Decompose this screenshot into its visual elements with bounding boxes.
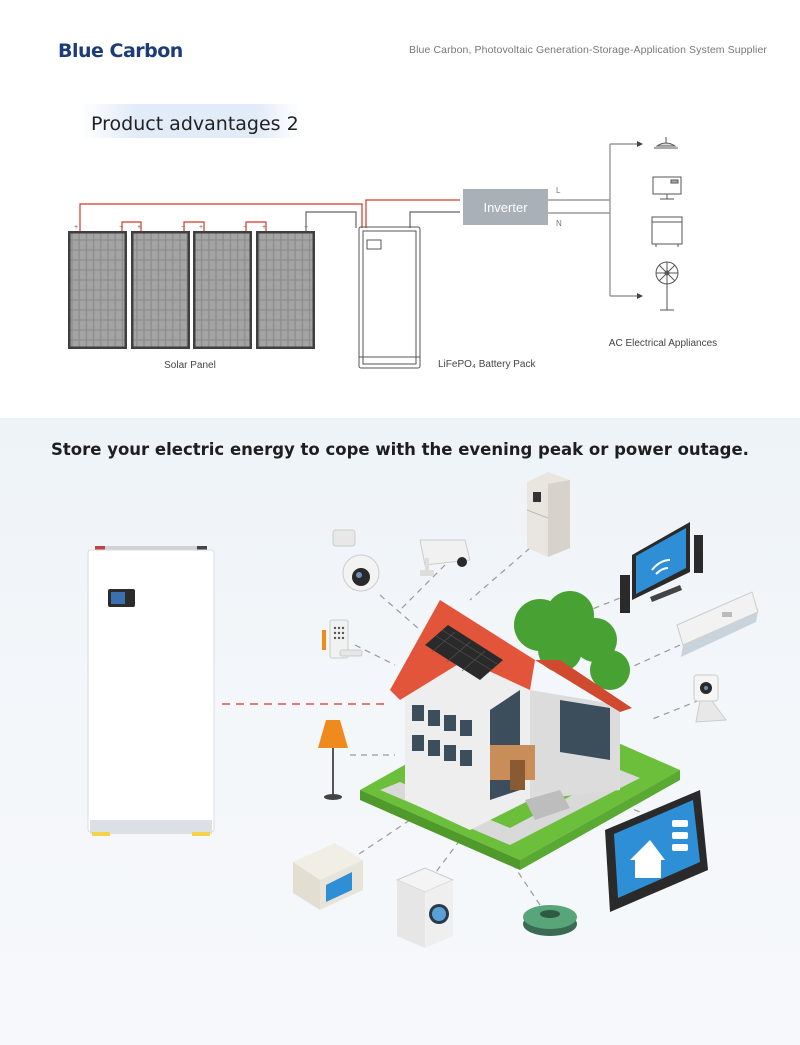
panel-series-wires: [121, 221, 267, 231]
terminal-plus: +: [74, 224, 78, 231]
line-l-label: L: [556, 186, 561, 195]
microwave-icon: [651, 216, 683, 247]
camera-icon: [332, 529, 380, 592]
smart-speaker-icon: [693, 674, 727, 723]
tv-icon: [620, 522, 703, 613]
inverter-label: Inverter: [483, 200, 528, 215]
solar-panel-1: [68, 231, 127, 349]
camera-icon: [419, 539, 471, 576]
dc-wires: [79, 199, 460, 231]
solar-panel-2: [131, 231, 190, 349]
terminal-minus: −: [119, 224, 123, 231]
line-n-label: N: [556, 219, 562, 228]
tree: [514, 591, 630, 690]
terminal-minus: −: [243, 224, 247, 231]
system-wiring-diagram: + − + − + − + − Inverter: [68, 137, 717, 371]
battery-unit: [87, 546, 215, 836]
inverter-box: Inverter: [463, 189, 548, 225]
floor-lamp-icon: [318, 720, 348, 800]
ceiling-lamp-icon: [654, 137, 678, 149]
section-headline: Store your electric energy to cope with …: [51, 440, 749, 459]
air-conditioner-icon: [676, 591, 759, 657]
terminal-minus: −: [181, 224, 185, 231]
solar-panel-3: [193, 231, 252, 349]
battery-pack-label: LiFePO₄ Battery Pack: [438, 359, 536, 370]
solar-panel-array: [68, 231, 315, 349]
washing-machine-icon: [395, 867, 455, 948]
monitor-icon: [652, 176, 682, 200]
solar-panel-label: Solar Panel: [164, 360, 216, 371]
title-highlight: [80, 104, 300, 138]
tablet-icon: [605, 790, 708, 912]
solar-panel-4: [256, 231, 315, 349]
house: [390, 600, 632, 830]
ac-wires: [548, 143, 640, 297]
appliances-label: AC Electrical Appliances: [609, 338, 717, 349]
brand-logo: Blue Carbon: [58, 40, 183, 62]
smart-lock-icon: [322, 619, 363, 659]
fan-icon: [655, 261, 679, 311]
terminal-plus: +: [199, 224, 203, 231]
advantages-title: Product advantages 2: [91, 113, 299, 135]
smart-home-illustration: [87, 472, 759, 948]
terminal-plus: +: [137, 224, 141, 231]
fridge-icon: [526, 472, 570, 557]
header-tagline: Blue Carbon, Photovoltaic Generation-Sto…: [409, 44, 767, 56]
microwave-icon: [293, 843, 363, 910]
battery-pack-outline: [358, 226, 421, 369]
terminal-plus: +: [262, 224, 266, 231]
robot-vacuum-icon: [523, 905, 577, 936]
